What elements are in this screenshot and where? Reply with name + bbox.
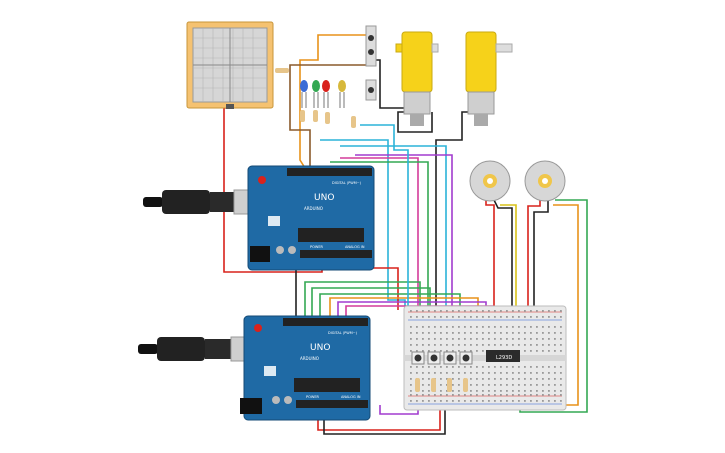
wire-purple-1[interactable] bbox=[355, 154, 453, 318]
board-logo-2: UNO bbox=[310, 343, 330, 353]
bb-button-3[interactable] bbox=[443, 351, 457, 365]
wire-black-dcm1[interactable] bbox=[492, 197, 513, 330]
atmega-chip-2 bbox=[294, 378, 360, 392]
reset-button-1[interactable] bbox=[258, 176, 266, 184]
bb-resistor-4[interactable] bbox=[463, 378, 468, 392]
wire-yellow-dcm1[interactable] bbox=[500, 204, 517, 330]
pushbuttons-breadboard bbox=[411, 351, 473, 365]
wire-green-a2-1[interactable] bbox=[304, 281, 421, 322]
wire-green-a2-2[interactable] bbox=[311, 287, 431, 322]
wire-cyan-2[interactable] bbox=[340, 145, 447, 330]
resistor-1[interactable] bbox=[275, 68, 289, 73]
wire-orange-top[interactable] bbox=[299, 34, 372, 169]
resistor-led-4[interactable] bbox=[351, 116, 356, 128]
power-jack-1[interactable] bbox=[250, 246, 270, 262]
wire-black-motor1[interactable] bbox=[372, 59, 404, 109]
bb-resistor-3[interactable] bbox=[447, 378, 452, 392]
resistor-led-2[interactable] bbox=[313, 110, 318, 122]
wire-black-motor2[interactable] bbox=[397, 111, 433, 133]
arduino-uno-1[interactable]: UNO ARDUINO DIGITAL (PWM~) POWER ANALOG … bbox=[247, 165, 375, 271]
wire-red-dcm1[interactable] bbox=[485, 198, 495, 330]
analog-label-1: ANALOG IN bbox=[345, 245, 365, 249]
bb-resistor-1[interactable] bbox=[415, 378, 420, 392]
led-resistors bbox=[300, 110, 356, 128]
board-brand-1: ARDUINO bbox=[304, 206, 323, 211]
gear-motor-1[interactable] bbox=[395, 31, 439, 126]
resistor-led-3[interactable] bbox=[325, 112, 330, 124]
bb-resistors bbox=[415, 378, 468, 392]
gear-motor-2[interactable] bbox=[465, 31, 513, 126]
motor-driver-chip[interactable]: L293D bbox=[486, 350, 520, 362]
board-brand-2: ARDUINO bbox=[300, 356, 319, 361]
wire-black-dcm2[interactable] bbox=[533, 198, 549, 330]
led-red[interactable] bbox=[322, 80, 330, 108]
wire-black-a2-bottom[interactable] bbox=[323, 398, 446, 435]
reset-button-2[interactable] bbox=[254, 324, 262, 332]
pushbutton-top-2[interactable] bbox=[365, 79, 377, 101]
atmega-chip-1 bbox=[298, 228, 364, 242]
wire-cyan-led[interactable] bbox=[360, 124, 409, 330]
led-blue[interactable] bbox=[300, 80, 308, 108]
power-label-2: POWER bbox=[306, 395, 320, 399]
led-yellow[interactable] bbox=[338, 80, 346, 108]
power-jack-2[interactable] bbox=[240, 398, 262, 414]
arduino-uno-2[interactable]: UNO ARDUINO DIGITAL (PWM~) POWER ANALOG … bbox=[240, 315, 371, 421]
power-header-1[interactable] bbox=[300, 250, 372, 258]
digital-header-1[interactable] bbox=[287, 168, 372, 176]
digital-label-1: DIGITAL (PWM~) bbox=[332, 181, 362, 185]
wire-brown[interactable] bbox=[289, 64, 375, 168]
bb-button-2[interactable] bbox=[427, 351, 441, 365]
usb-cable-1[interactable] bbox=[143, 189, 263, 215]
wire-red-dcm2[interactable] bbox=[527, 198, 541, 330]
wire-green-1[interactable] bbox=[330, 161, 429, 318]
usb-cable-2[interactable] bbox=[138, 336, 260, 362]
power-label-1: POWER bbox=[310, 245, 324, 249]
dc-motor-1[interactable] bbox=[469, 160, 511, 202]
digital-label-2: DIGITAL (PWM~) bbox=[328, 331, 358, 335]
pushbutton-top-1[interactable] bbox=[365, 25, 377, 67]
chip-label: L293D bbox=[496, 355, 512, 361]
power-header-2[interactable] bbox=[296, 400, 368, 408]
digital-header-2[interactable] bbox=[283, 318, 368, 326]
board-logo-1: UNO bbox=[314, 193, 334, 203]
wire-magenta-1[interactable] bbox=[340, 157, 419, 330]
wire-black-motor3[interactable] bbox=[435, 111, 470, 335]
wire-red-a2-bottom[interactable] bbox=[317, 395, 441, 431]
dc-motor-2[interactable] bbox=[524, 160, 566, 202]
analog-label-2: ANALOG IN bbox=[341, 395, 361, 399]
touch-sensor-pad[interactable] bbox=[186, 21, 274, 109]
resistor-led-1[interactable] bbox=[300, 110, 305, 122]
bb-button-4[interactable] bbox=[459, 351, 473, 365]
breadboard[interactable] bbox=[403, 305, 567, 411]
bb-button-1[interactable] bbox=[411, 351, 425, 365]
leds bbox=[300, 80, 346, 108]
bb-resistor-2[interactable] bbox=[431, 378, 436, 392]
led-green[interactable] bbox=[312, 80, 320, 108]
